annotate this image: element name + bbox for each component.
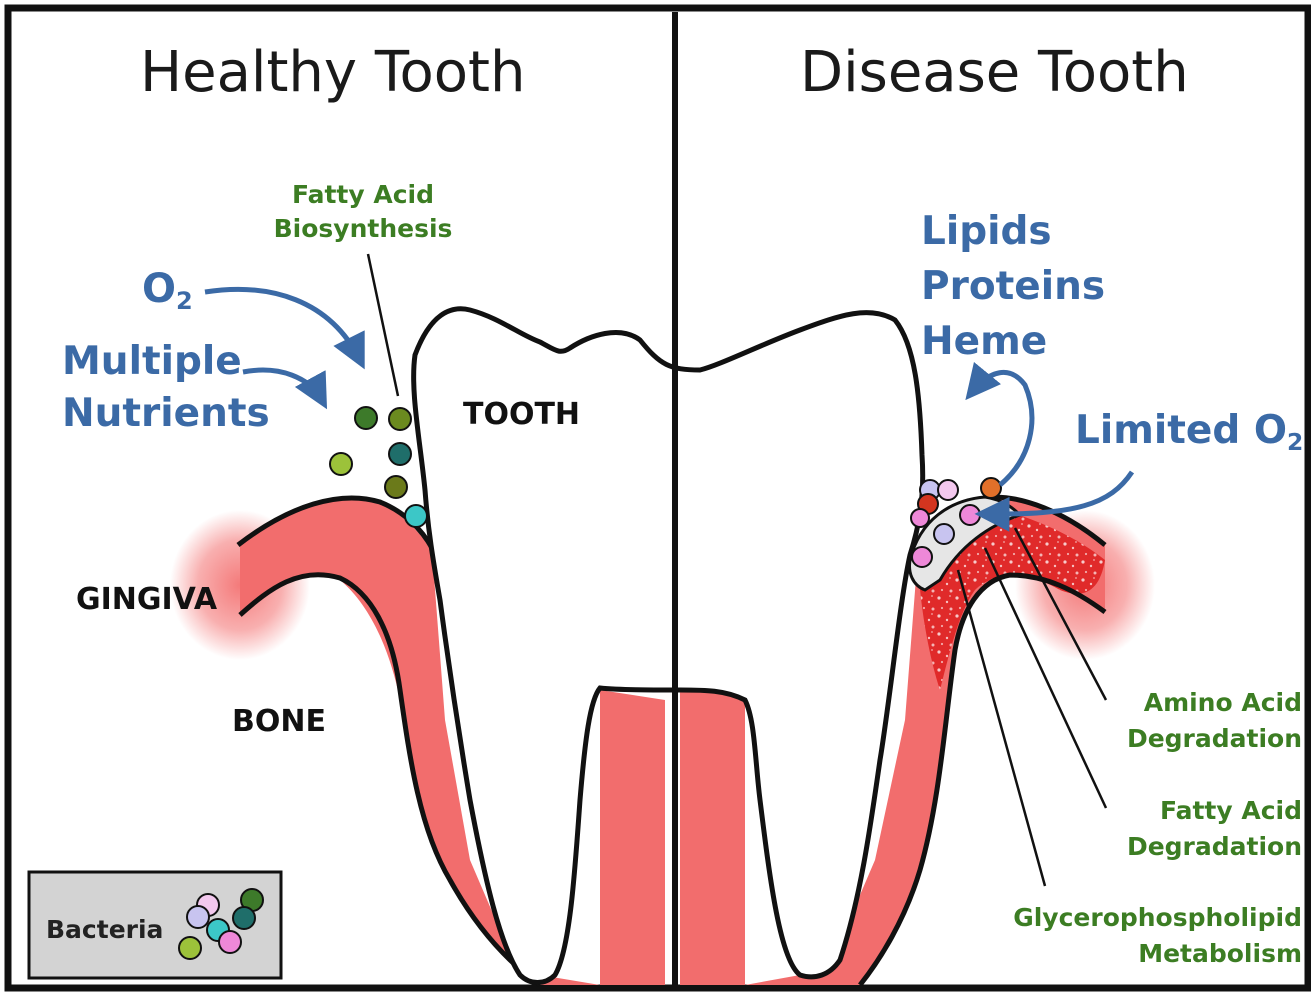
healthy-title: Healthy Tooth	[140, 40, 526, 105]
fatty-acid-degradation-label: Fatty Acid Degradation	[1080, 793, 1302, 865]
bone-label: BONE	[232, 704, 326, 739]
o2-label: O2	[142, 266, 193, 315]
limited-o2-label: Limited O2	[1075, 408, 1303, 456]
legend-label: Bacteria	[46, 915, 163, 944]
multiple-nutrients-label: Multiple Nutrients	[62, 336, 270, 440]
fatty-acid-biosynthesis-label: Fatty Acid Biosynthesis	[258, 178, 468, 246]
glycerophospholipid-metabolism-label: Glycerophospholipid Metabolism	[960, 900, 1302, 972]
disease-title: Disease Tooth	[800, 40, 1189, 105]
gum-right-base	[680, 690, 745, 985]
amino-acid-degradation-label: Amino Acid Degradation	[1080, 685, 1302, 757]
tooth-label: TOOTH	[463, 397, 580, 432]
released-nutrients-label: Lipids Proteins Heme	[921, 204, 1105, 369]
gingiva-label: GINGIVA	[76, 582, 217, 617]
